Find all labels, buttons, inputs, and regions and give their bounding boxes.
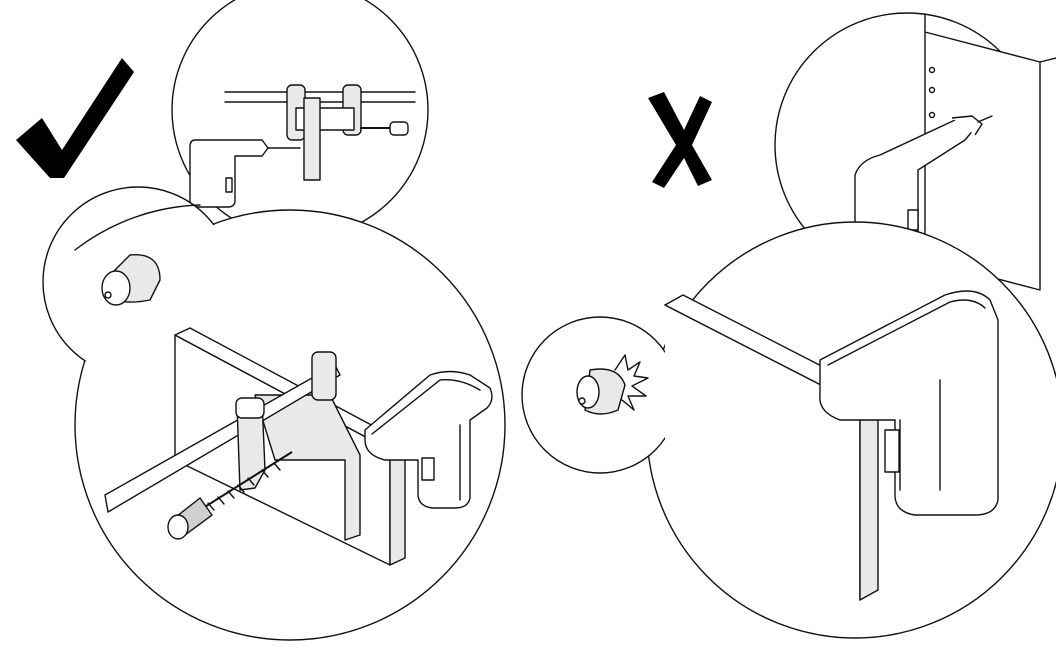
main-bubble-drilled-through-door [521,221,1056,639]
main-bubble-drilling-with-clamp [42,186,506,641]
drill-icon [819,290,999,516]
panel-correct [16,0,506,641]
detail-bubble-drill-through [774,12,1056,291]
drill-icon [364,370,493,509]
cross-icon [648,92,712,188]
checkmark-icon [16,58,134,178]
hinge-cup-broken-icon [576,354,649,415]
detail-bubble-clamp-top-view [171,0,429,239]
hinge-cup-icon [101,254,161,306]
panel-incorrect [521,12,1056,639]
